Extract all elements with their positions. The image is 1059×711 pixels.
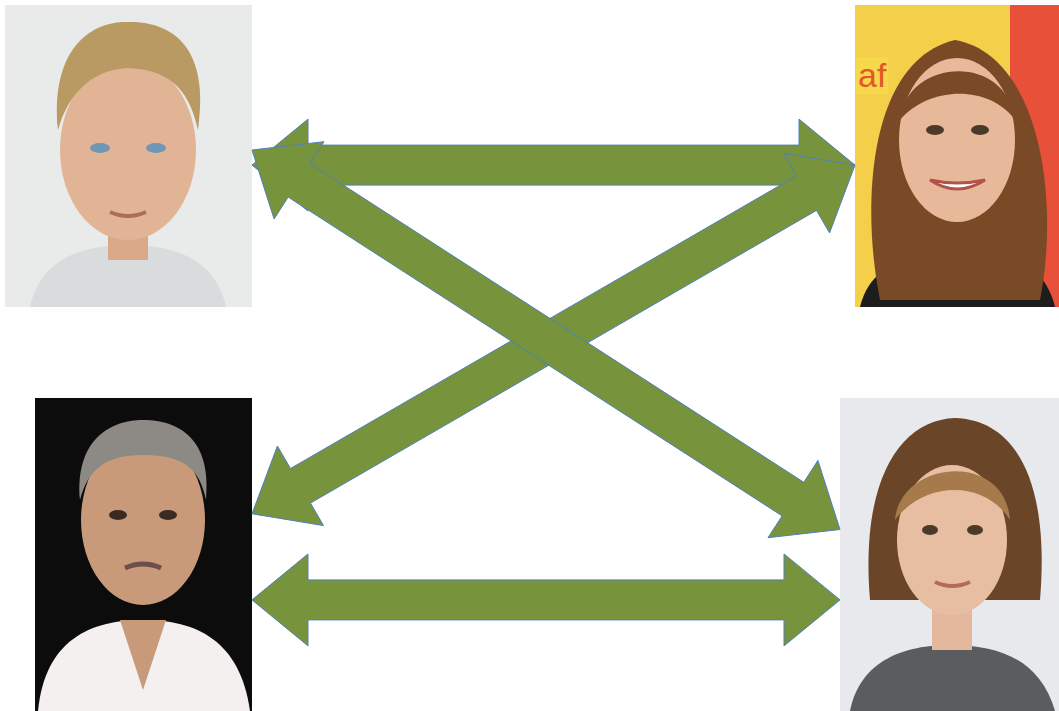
photo-frame	[840, 398, 1059, 711]
photo-frame: af	[855, 5, 1059, 307]
photo-frame	[35, 398, 252, 711]
backdrop-text: af	[856, 57, 888, 94]
portrait-photo	[855, 5, 1059, 307]
double-arrow	[252, 142, 840, 538]
portrait-photo	[840, 398, 1059, 711]
portrait-photo	[35, 398, 252, 711]
double-arrow	[252, 554, 840, 646]
portrait-photo	[5, 5, 252, 307]
photo-frame	[5, 5, 252, 307]
